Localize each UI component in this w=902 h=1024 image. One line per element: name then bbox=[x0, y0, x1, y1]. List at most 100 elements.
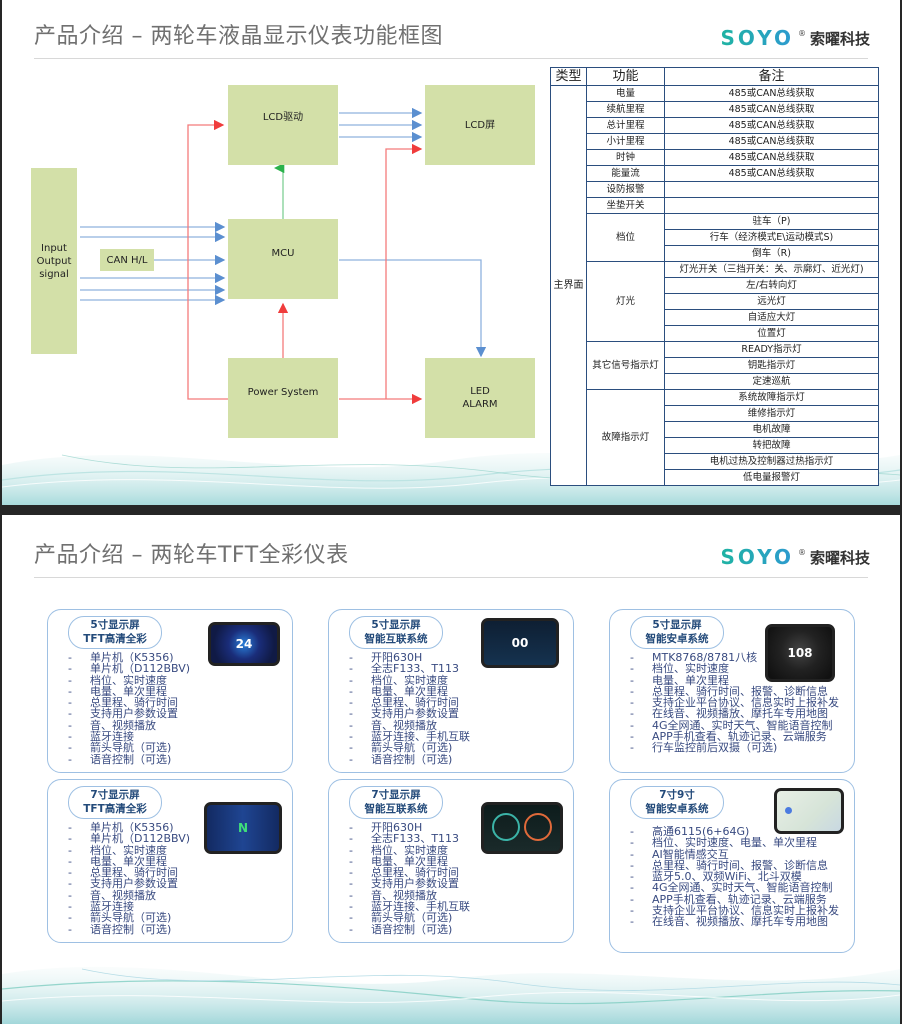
feature-item: 语音控制（可选) bbox=[349, 753, 470, 765]
screen-readout: N bbox=[237, 821, 249, 835]
company-logo: SOYO ® 索曜科技 bbox=[721, 26, 870, 50]
lcd-screen-block: LCD屏 bbox=[425, 85, 535, 165]
note-cell: 485或CAN总线获取 bbox=[664, 101, 879, 118]
logo-mark: SOYO bbox=[720, 26, 794, 50]
device-screen: N bbox=[207, 805, 279, 851]
mcu-label: MCU bbox=[271, 248, 295, 259]
product-card-grid: 5寸显示屏TFT高清全彩24单片机（K5356)单片机（D112BBV)档位、实… bbox=[2, 515, 900, 1024]
card-type-label: 智能安卓系统 bbox=[645, 803, 709, 815]
map-pin-icon bbox=[785, 807, 792, 814]
table-row: 钥匙指示灯 bbox=[551, 357, 879, 374]
note-cell: 钥匙指示灯 bbox=[664, 357, 879, 374]
function-cell: 坐垫开关 bbox=[586, 197, 665, 214]
card-type-label: 智能互联系统 bbox=[364, 803, 428, 815]
logo-mark: SOYO bbox=[720, 545, 794, 569]
note-cell: 485或CAN总线获取 bbox=[664, 165, 879, 182]
note-cell: 自适应大灯 bbox=[664, 309, 879, 326]
card-size-label: 7寸9寸 bbox=[659, 789, 695, 801]
note-cell: 行车（经济模式E\运动模式S) bbox=[664, 229, 879, 246]
table-row: 低电量报警灯 bbox=[551, 469, 879, 486]
feature-item: 单片机（K5356) bbox=[68, 652, 190, 664]
note-cell: 远光灯 bbox=[664, 293, 879, 310]
feature-item: 档位、实时速度 bbox=[349, 844, 470, 856]
feature-list: MTK8768/8781八核档位、实时速度电量、单次里程总里程、骑行时间、报警、… bbox=[630, 652, 839, 754]
note-cell: 转把故障 bbox=[664, 437, 879, 454]
feature-item: 电量、单次里程 bbox=[349, 856, 470, 868]
feature-item: 电量、单次里程 bbox=[68, 856, 190, 868]
note-cell: 左/右转向灯 bbox=[664, 277, 879, 294]
table-row: 灯光灯光开关（三挡开关：关、示廓灯、近光灯) bbox=[551, 261, 879, 342]
io-signal-label: Input Output signal bbox=[36, 242, 72, 280]
product-card: 5寸显示屏智能安卓系统108MTK8768/8781八核档位、实时速度电量、单次… bbox=[609, 609, 855, 773]
feature-item: 电量、单次里程 bbox=[68, 686, 190, 698]
io-signal-block: Input Output signal bbox=[31, 168, 77, 354]
table-row: 远光灯 bbox=[551, 293, 879, 310]
feature-item: 全志F133、T113 bbox=[349, 833, 470, 845]
feature-item: 音、视频播放 bbox=[349, 719, 470, 731]
slide-title: 产品介绍 – 两轮车TFT全彩仪表 bbox=[34, 543, 349, 568]
can-label: CAN H/L bbox=[106, 254, 148, 266]
card-size-label: 7寸显示屏 bbox=[90, 789, 140, 801]
can-block: CAN H/L bbox=[100, 249, 154, 271]
company-logo: SOYO ® 索曜科技 bbox=[721, 545, 870, 569]
product-card: 5寸显示屏智能互联系统00开阳630H全志F133、T113档位、实时速度电量、… bbox=[328, 609, 574, 773]
product-card: 7寸9寸智能安卓系统高通6115(6+64G)档位、实时速度、电量、单次里程AI… bbox=[609, 779, 855, 953]
feature-item: 蓝牙连接 bbox=[68, 731, 190, 743]
feature-item: 总里程、骑行时间、报警、诊断信息 bbox=[630, 686, 839, 698]
feature-item: 音、视频播放 bbox=[349, 889, 470, 901]
feature-list: 开阳630H全志F133、T113档位、实时速度电量、单次里程总里程、骑行时间支… bbox=[349, 822, 470, 935]
feature-item: 在线音、视频播放、摩托车专用地图 bbox=[630, 708, 839, 720]
led-alarm-block: LED ALARM bbox=[425, 358, 535, 438]
type-cell: 主界面 bbox=[550, 85, 587, 486]
note-cell: 电机故障 bbox=[664, 421, 879, 438]
feature-item: 电量、单次里程 bbox=[630, 674, 839, 686]
feature-item: 档位、实时速度 bbox=[349, 674, 470, 686]
feature-list: 高通6115(6+64G)档位、实时速度、电量、单次里程AI智能情感交互总里程、… bbox=[630, 826, 839, 928]
logo-chinese-name: 索曜科技 bbox=[809, 29, 870, 48]
feature-item: APP手机查看、轨迹记录、云端服务 bbox=[630, 731, 839, 743]
note-cell: 485或CAN总线获取 bbox=[664, 149, 879, 166]
title-divider bbox=[34, 58, 868, 59]
table-row: 自适应大灯 bbox=[551, 309, 879, 326]
feature-item: 档位、实时速度、电量、单次里程 bbox=[630, 837, 839, 849]
mcu-block: MCU bbox=[228, 219, 338, 299]
card-type-label: 智能安卓系统 bbox=[645, 633, 709, 645]
lcd-driver-block: LCD驱动 bbox=[228, 85, 338, 165]
device-screen: 00 bbox=[484, 621, 556, 665]
feature-item: 支持用户参数设置 bbox=[349, 878, 470, 890]
note-cell: 低电量报警灯 bbox=[664, 469, 879, 486]
gauge-icon bbox=[524, 813, 552, 841]
header-type: 类型 bbox=[550, 67, 587, 86]
note-cell: 电机过热及控制器过热指示灯 bbox=[664, 453, 879, 470]
table-row: 倒车（R) bbox=[551, 245, 879, 262]
diagram-connectors bbox=[80, 107, 487, 405]
device-image: 24 bbox=[208, 622, 280, 666]
card-type-label: TFT高清全彩 bbox=[83, 633, 147, 645]
note-cell: 485或CAN总线获取 bbox=[664, 85, 879, 102]
feature-item: 单片机（D112BBV) bbox=[68, 663, 190, 675]
table-row: 电机过热及控制器过热指示灯 bbox=[551, 453, 879, 470]
table-row: 设防报警 bbox=[551, 181, 879, 198]
function-group-cell: 故障指示灯 bbox=[586, 389, 665, 486]
function-cell: 续航里程 bbox=[586, 101, 665, 118]
function-cell: 设防报警 bbox=[586, 181, 665, 198]
feature-item: 语音控制（可选) bbox=[349, 923, 470, 935]
wave-decoration bbox=[2, 966, 900, 1024]
feature-item: AI智能情感交互 bbox=[630, 848, 839, 860]
registered-mark: ® bbox=[797, 28, 806, 38]
card-tag: 5寸显示屏智能安卓系统 bbox=[630, 616, 724, 649]
header-note: 备注 bbox=[664, 67, 879, 86]
device-screen bbox=[777, 791, 841, 831]
feature-item: 开阳630H bbox=[349, 652, 470, 664]
feature-item: 档位、实时速度 bbox=[68, 674, 190, 686]
product-card: 7寸显示屏智能互联系统开阳630H全志F133、T113档位、实时速度电量、单次… bbox=[328, 779, 574, 943]
note-cell: 灯光开关（三挡开关：关、示廓灯、近光灯) bbox=[664, 261, 879, 278]
table-row: 定速巡航 bbox=[551, 373, 879, 390]
feature-item: 支持用户参数设置 bbox=[68, 878, 190, 890]
device-screen bbox=[484, 805, 560, 851]
card-type-label: TFT高清全彩 bbox=[83, 803, 147, 815]
